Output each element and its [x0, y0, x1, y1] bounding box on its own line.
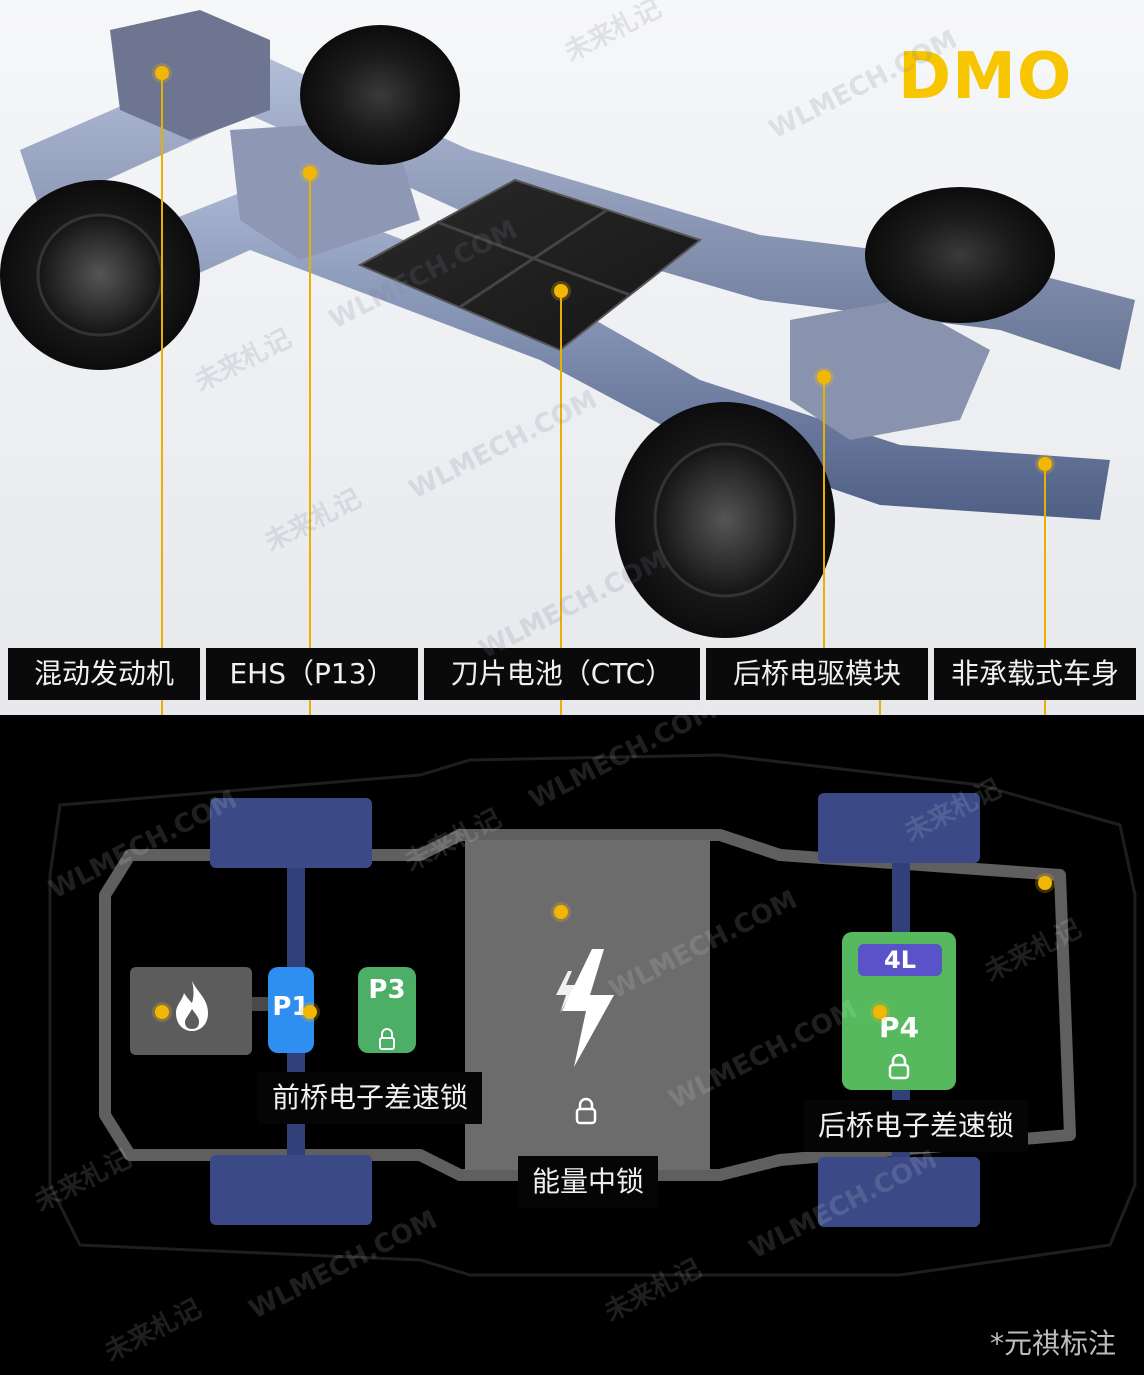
flame-icon	[172, 979, 212, 1033]
marker-engine	[155, 66, 169, 80]
p4-label: P4	[878, 1011, 919, 1044]
brand-title: DMO	[898, 40, 1073, 114]
marker-rear-drive	[817, 370, 831, 384]
marker-battery	[554, 284, 568, 298]
center-lock-icon	[575, 1097, 597, 1125]
caption-front-diff-lock: 前桥电子差速锁	[258, 1072, 483, 1124]
component-label-body: 非承载式车身	[934, 648, 1136, 700]
wheel-rear-left	[615, 402, 835, 638]
drivetrain-schematic: P1 P3 4L P4	[0, 715, 1144, 1375]
schematic-wheel-rr	[818, 1157, 980, 1227]
p4-lock-icon	[888, 1053, 910, 1080]
schematic-wheel-rl	[210, 1155, 372, 1225]
wheel-front-right	[300, 25, 460, 165]
four-l-badge: 4L	[858, 944, 942, 976]
marker-ehs-schematic	[303, 1005, 317, 1019]
leader-line-ehs	[309, 172, 311, 1012]
leader-line-rear-drive	[823, 376, 825, 648]
lightning-icon	[552, 949, 622, 1069]
marker-engine-schematic	[155, 1005, 169, 1019]
schematic-wheel-fl	[210, 798, 372, 868]
p3-lock-icon	[378, 1019, 396, 1050]
component-label-battery: 刀片电池（CTC）	[424, 648, 700, 700]
p3-module: P3	[358, 967, 416, 1053]
schematic-wheel-fr	[818, 793, 980, 863]
component-label-rear-drive: 后桥电驱模块	[706, 648, 928, 700]
p3-label: P3	[368, 975, 406, 1005]
component-label-ehs: EHS（P13）	[206, 648, 418, 700]
marker-battery-schematic	[554, 905, 568, 919]
leader-line-engine	[161, 72, 163, 1012]
caption-rear-diff-lock: 后桥电子差速锁	[804, 1100, 1029, 1152]
wheel-rear-right	[865, 187, 1055, 323]
marker-rear-drive-schematic	[873, 1005, 887, 1019]
marker-body-schematic	[1038, 876, 1052, 890]
chassis-render	[0, 10, 1135, 638]
marker-body	[1038, 457, 1052, 471]
wheel-front-left	[0, 180, 200, 370]
component-label-engine: 混动发动机	[8, 648, 200, 700]
p1-module: P1	[268, 967, 314, 1053]
leader-line-battery	[560, 290, 562, 912]
caption-center-lock: 能量中锁	[518, 1156, 659, 1208]
chassis-illustration: DMO	[0, 0, 1144, 715]
p4-module: 4L P4	[842, 932, 956, 1090]
marker-ehs	[303, 166, 317, 180]
annotation-credit: *元祺标注	[990, 1327, 1117, 1360]
